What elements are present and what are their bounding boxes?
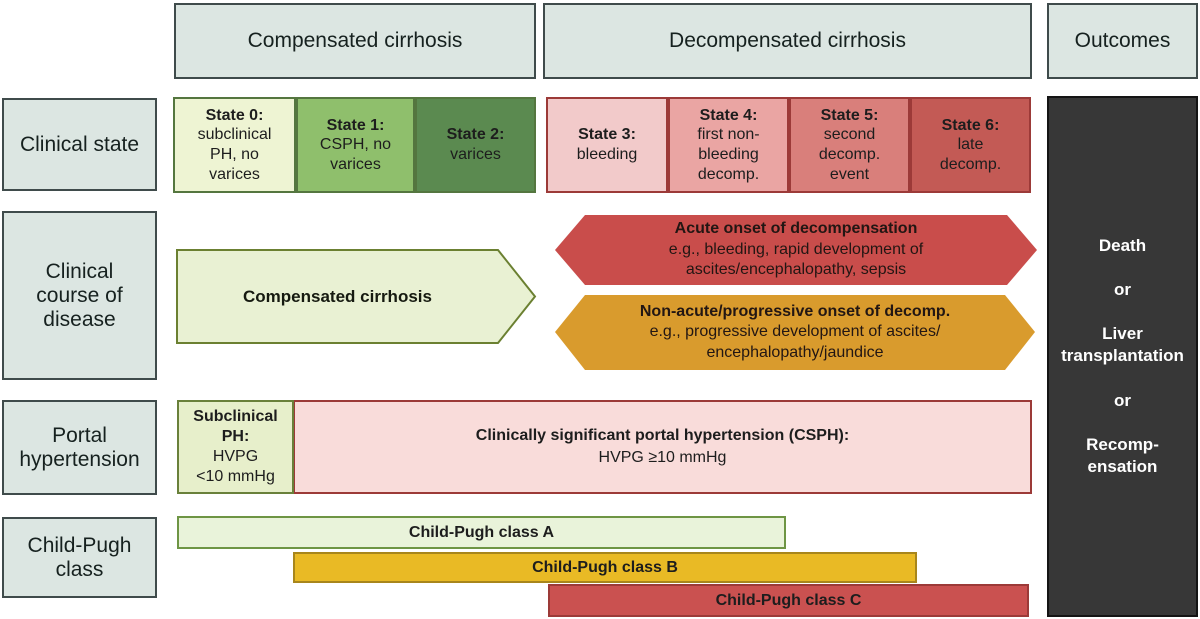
state-3-box: State 3: bleeding	[546, 97, 668, 193]
outcome-or-1: or	[1114, 280, 1131, 300]
csph-title: Clinically significant portal hypertensi…	[475, 427, 850, 445]
child-pugh-a-bar: Child-Pugh class A	[177, 516, 786, 549]
outcome-liver-transplantation: Liver transplantation	[1061, 324, 1184, 366]
acute-onset-line2: ascites/encephalopathy, sepsis	[685, 261, 907, 279]
header-outcomes: Outcomes	[1047, 3, 1198, 79]
row-label-child-pugh: Child-Pugh class	[2, 517, 157, 598]
child-pugh-b-label: Child-Pugh class B	[532, 558, 678, 576]
state-0-desc: subclinical PH, no varices	[197, 126, 272, 183]
state-4-title: State 4:	[699, 106, 758, 124]
header-compensated-label: Compensated cirrhosis	[247, 29, 463, 52]
nonacute-onset-line2: encephalopathy/jaundice	[706, 343, 884, 361]
header-decompensated-label: Decompensated cirrhosis	[669, 29, 906, 52]
state-1-desc: CSPH, no varices	[319, 136, 392, 173]
state-2-box: State 2: varices	[415, 97, 536, 193]
nonacute-onset-title: Non-acute/progressive onset of decomp.	[639, 302, 951, 320]
child-pugh-b-bar: Child-Pugh class B	[293, 552, 917, 583]
state-6-desc: late decomp.	[939, 136, 1002, 173]
row-label-clinical-course: Clinical course of disease	[2, 211, 157, 380]
row-label-clinical-state-text: Clinical state	[19, 132, 140, 156]
compensated-course-arrow-label: Compensated cirrhosis	[243, 286, 432, 306]
state-3-title: State 3:	[578, 126, 636, 144]
state-5-desc: second decomp. event	[818, 126, 881, 183]
child-pugh-c-bar: Child-Pugh class C	[548, 584, 1029, 617]
state-0-box: State 0: subclinical PH, no varices	[173, 97, 296, 193]
outcome-or-2: or	[1114, 390, 1131, 410]
row-label-portal-hypertension-text: Portal hypertension	[19, 423, 140, 471]
subclinical-ph-box: Subclinical PH: HVPG <10 mmHg	[177, 400, 294, 494]
nonacute-onset-line1: e.g., progressive development of ascites…	[649, 323, 941, 341]
outcomes-box: Death or Liver transplantation or Recomp…	[1047, 96, 1198, 617]
row-label-child-pugh-text: Child-Pugh class	[27, 533, 132, 581]
row-label-clinical-course-text: Clinical course of disease	[36, 259, 123, 331]
header-outcomes-label: Outcomes	[1074, 29, 1171, 52]
state-4-desc: first non- bleeding decomp.	[697, 126, 760, 183]
row-label-portal-hypertension: Portal hypertension	[2, 400, 157, 495]
acute-onset-line1: e.g., bleeding, rapid development of	[668, 240, 924, 258]
subclinical-ph-value: HVPG <10 mmHg	[196, 448, 275, 485]
state-2-desc: varices	[450, 146, 501, 163]
subclinical-ph-title: Subclinical PH:	[193, 408, 278, 445]
acute-onset-title: Acute onset of decompensation	[674, 220, 918, 238]
state-2-title: State 2:	[446, 126, 505, 144]
row-label-clinical-state: Clinical state	[2, 98, 157, 191]
state-0-title: State 0:	[205, 106, 264, 124]
state-1-box: State 1: CSPH, no varices	[296, 97, 415, 193]
state-1-title: State 1:	[326, 116, 385, 134]
outcome-death: Death	[1098, 236, 1147, 256]
double-arrow-shape	[555, 295, 1035, 370]
right-arrow-shape	[176, 249, 537, 344]
compensated-course-arrow: Compensated cirrhosis	[176, 249, 537, 344]
csph-value: HVPG ≥10 mmHg	[598, 449, 727, 466]
nonacute-onset-arrow: Non-acute/progressive onset of decomp. e…	[555, 295, 1035, 370]
state-5-title: State 5:	[820, 106, 879, 124]
double-arrow-shape	[555, 215, 1037, 285]
state-6-title: State 6:	[941, 116, 1000, 134]
state-3-desc: bleeding	[576, 146, 638, 163]
state-5-box: State 5: second decomp. event	[789, 97, 910, 193]
state-4-box: State 4: first non- bleeding decomp.	[668, 97, 789, 193]
csph-box: Clinically significant portal hypertensi…	[293, 400, 1032, 494]
child-pugh-c-label: Child-Pugh class C	[715, 591, 862, 609]
acute-onset-arrow: Acute onset of decompensation e.g., blee…	[555, 215, 1037, 285]
outcome-recompensation: Recomp- ensation	[1086, 434, 1159, 476]
child-pugh-a-label: Child-Pugh class A	[408, 523, 555, 541]
state-6-box: State 6: late decomp.	[910, 97, 1031, 193]
header-compensated-cirrhosis: Compensated cirrhosis	[174, 3, 536, 79]
header-decompensated-cirrhosis: Decompensated cirrhosis	[543, 3, 1032, 79]
